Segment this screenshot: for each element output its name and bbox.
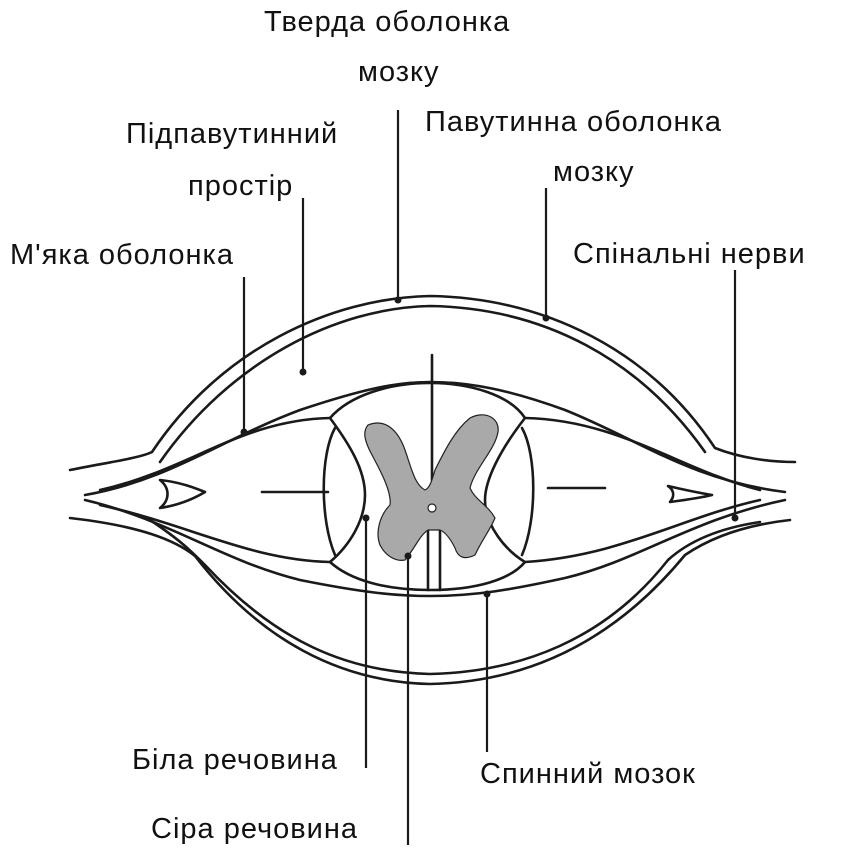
root-right xyxy=(522,428,533,555)
label-dura-line1: Тверда оболонка xyxy=(264,8,510,37)
label-spinal-nerves: Спінальні нерви xyxy=(573,240,806,269)
label-pia: М'яка оболонка xyxy=(10,241,234,270)
label-arachnoid-line1: Павутинна оболонка xyxy=(425,108,722,137)
pia-bottom xyxy=(100,505,330,562)
ganglion-right xyxy=(668,486,712,502)
pia-top-right xyxy=(525,418,760,490)
label-spinal-cord: Спинний мозок xyxy=(480,760,696,789)
ventral-fissure xyxy=(428,530,440,590)
pia-top xyxy=(100,418,330,490)
label-subarachnoid-line1: Підпавутинний xyxy=(126,120,338,149)
label-arachnoid-line2: мозку xyxy=(553,158,635,187)
dura-bottom xyxy=(70,518,790,684)
ganglion-left xyxy=(160,480,205,508)
label-subarachnoid-line2: простір xyxy=(188,172,293,201)
label-gray-matter: Сіра речовина xyxy=(151,815,358,844)
label-dura-line2: мозку xyxy=(358,58,440,87)
label-white-matter: Біла речовина xyxy=(132,746,338,775)
